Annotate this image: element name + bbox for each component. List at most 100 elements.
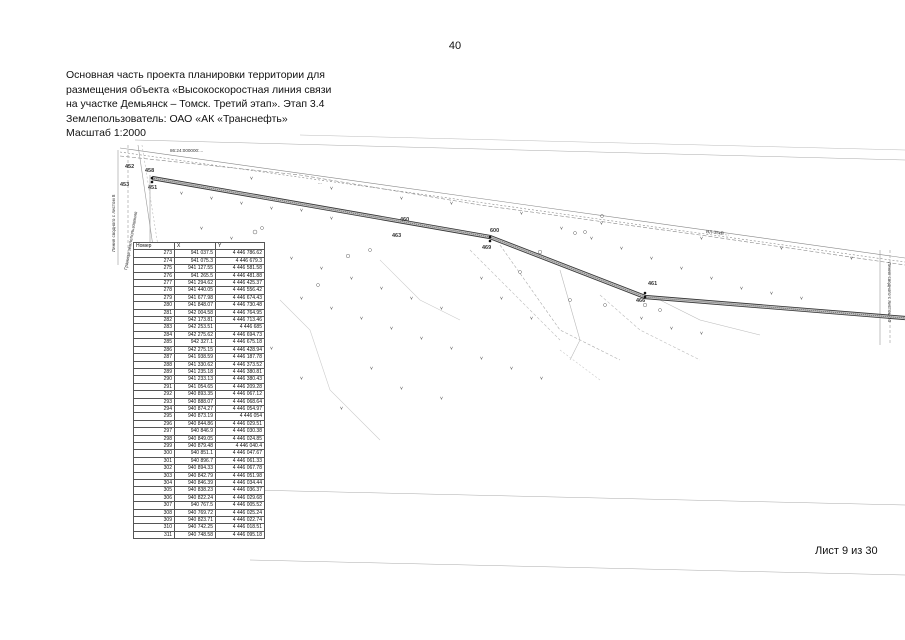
point-number-cell: 309 <box>133 516 175 525</box>
svg-text:˅: ˅ <box>360 316 363 322</box>
point-label-466: 466 <box>636 298 645 304</box>
x-coordinate-cell: 941 075.3 <box>174 256 216 266</box>
cadastral-label-2: ВЛ-35кВ ... <box>706 229 729 236</box>
y-coordinate-cell: 4 446 380.81 <box>215 367 265 377</box>
point-label-600: 600 <box>490 228 499 234</box>
point-number-cell: 280 <box>133 301 175 310</box>
y-coordinate-cell: 4 446 209.28 <box>215 382 265 392</box>
point-number-cell: 278 <box>133 286 175 295</box>
x-coordinate-cell: 940 823.71 <box>174 516 216 525</box>
svg-text:˅: ˅ <box>450 346 453 352</box>
svg-text:˅: ˅ <box>440 306 443 312</box>
point-number-cell: 294 <box>133 404 175 414</box>
point-number-cell: 281 <box>133 308 175 318</box>
y-coordinate-cell: 4 446 029.51 <box>215 419 265 429</box>
x-coordinate-cell: 940 844.86 <box>174 419 216 429</box>
point-number-cell: 307 <box>133 501 175 510</box>
svg-text:˅: ˅ <box>300 296 303 302</box>
svg-text:˅: ˅ <box>800 296 803 302</box>
column-header-x: X <box>174 241 216 251</box>
point-label-469: 469 <box>482 245 491 251</box>
svg-text:˅: ˅ <box>510 366 513 372</box>
landuser-line: Землепользователь: ОАО «АК «Транснефть» <box>66 112 288 125</box>
y-coordinate-cell: 4 446 005.52 <box>215 501 265 510</box>
svg-text:˅: ˅ <box>230 236 233 242</box>
svg-text:˅: ˅ <box>380 286 383 292</box>
svg-text:˅: ˅ <box>320 266 323 272</box>
svg-text:˅: ˅ <box>330 306 333 312</box>
y-coordinate-cell: 4 446 373.52 <box>215 360 265 369</box>
point-number-cell: 287 <box>133 353 175 362</box>
svg-text:˅: ˅ <box>770 291 773 297</box>
x-coordinate-cell: 940 846.9 <box>174 427 216 436</box>
x-coordinate-cell: 940 874.27 <box>174 404 216 414</box>
point-number-cell: 306 <box>133 493 175 503</box>
svg-text:˅: ˅ <box>370 366 373 372</box>
y-coordinate-cell: 4 446 040.4 <box>215 441 265 451</box>
y-coordinate-cell: 4 446 029.68 <box>215 493 265 503</box>
point-number-cell: 305 <box>133 486 175 495</box>
x-coordinate-cell: 940 894.33 <box>174 464 216 473</box>
point-number-cell: 296 <box>133 419 175 429</box>
x-coordinate-cell: 941 440.05 <box>174 286 216 295</box>
point-number-cell: 297 <box>133 427 175 436</box>
svg-text:˅: ˅ <box>590 236 593 242</box>
y-coordinate-cell: 4 446 187.78 <box>215 353 265 362</box>
y-coordinate-cell: 4 446 425.37 <box>215 279 265 288</box>
x-coordinate-cell: 942 327.1 <box>174 338 216 347</box>
table-header-row: Номер X Y <box>133 241 265 251</box>
y-coordinate-cell: 4 446 685 <box>215 323 265 332</box>
svg-text:˅: ˅ <box>640 316 643 322</box>
svg-text:˅: ˅ <box>560 226 563 232</box>
svg-text:˅: ˅ <box>410 296 413 302</box>
x-coordinate-cell: 940 849.05 <box>174 434 216 443</box>
x-coordinate-cell: 940 851.1 <box>174 449 216 458</box>
x-coordinate-cell: 940 769.72 <box>174 508 216 518</box>
point-number-cell: 273 <box>133 249 175 258</box>
right-sheet-join-label: Линия сводного с листом 10 <box>887 262 892 322</box>
y-coordinate-cell: 4 446 051.98 <box>215 471 265 481</box>
svg-text:˅: ˅ <box>670 326 673 332</box>
road-label: ... <box>318 180 322 185</box>
svg-text:˅: ˅ <box>520 211 523 217</box>
point-number-cell: 292 <box>133 390 175 399</box>
point-labels: 452 458 453 451 460 463 600 469 461 466 <box>120 164 657 304</box>
point-label-461: 461 <box>648 281 657 287</box>
svg-text:˅: ˅ <box>350 276 353 282</box>
svg-text:˅: ˅ <box>240 201 243 207</box>
y-coordinate-cell: 4 446 036.37 <box>215 486 265 495</box>
svg-text:˅: ˅ <box>330 186 333 192</box>
point-number-cell: 311 <box>133 530 175 540</box>
svg-text:˅: ˅ <box>740 286 743 292</box>
svg-text:˅: ˅ <box>450 201 453 207</box>
y-coordinate-cell: 4 446 018.51 <box>215 523 265 532</box>
x-coordinate-cell: 942 253.51 <box>174 323 216 332</box>
svg-text:˅: ˅ <box>620 246 623 252</box>
column-header-y: Y <box>215 241 265 251</box>
svg-text:˅: ˅ <box>250 176 253 182</box>
point-number-cell: 291 <box>133 382 175 392</box>
point-number-cell: 302 <box>133 464 175 473</box>
x-coordinate-cell: 941 054.65 <box>174 382 216 392</box>
point-number-cell: 298 <box>133 434 175 443</box>
x-coordinate-cell: 940 748.58 <box>174 530 216 540</box>
